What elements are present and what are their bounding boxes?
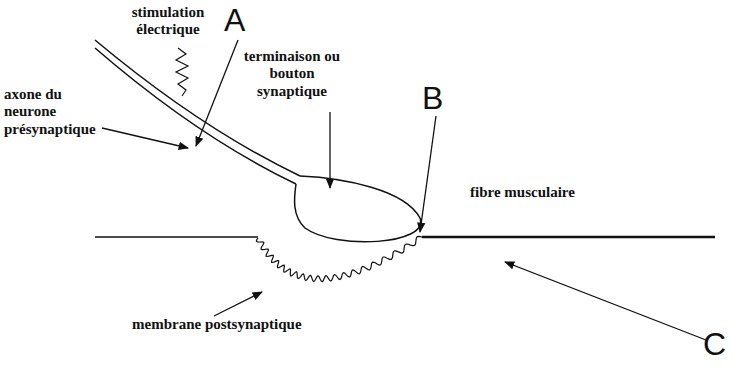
callout-letter: C [703, 328, 726, 360]
leader-arrow [505, 262, 706, 340]
part-label: membrane postsynaptique [132, 316, 342, 333]
stimulation-zigzag [176, 48, 188, 96]
muscle-fiber-line [95, 236, 258, 238]
leader-arrow [329, 112, 330, 188]
part-label: stimulation électrique [112, 4, 224, 39]
callout-letter: B [422, 82, 443, 114]
part-label: terminaison ou bouton synaptique [242, 48, 342, 100]
leader-arrow [196, 40, 238, 146]
leader-arrow [420, 116, 436, 232]
leader-arrow [214, 292, 262, 316]
callout-letter: A [224, 4, 245, 36]
part-label: axone du neurone présynaptique [4, 86, 108, 138]
muscle-fiber-line [422, 236, 715, 239]
synaptic-bouton [295, 176, 421, 242]
leader-arrow [102, 128, 188, 148]
part-label: fibre musculaire [470, 184, 640, 201]
axon-line [95, 48, 296, 184]
postsynaptic-membrane [256, 236, 422, 281]
